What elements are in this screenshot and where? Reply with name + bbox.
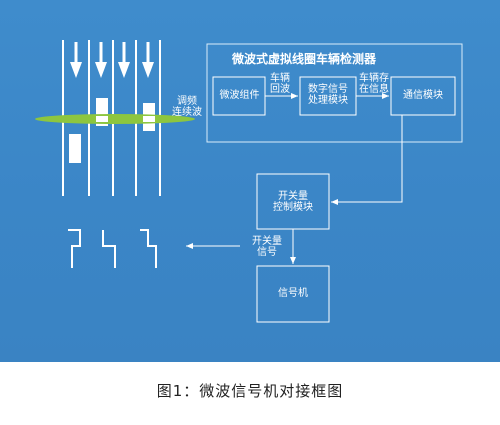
signal-machine-block — [256, 265, 330, 323]
figure-caption: 图1：微波信号机对接框图 — [156, 382, 344, 400]
detector-title: 微波式虚拟线圈车辆检测器 — [232, 52, 377, 66]
signal-machine-block-label: 信号机 — [278, 288, 308, 299]
vehicle-3 — [69, 134, 81, 163]
comm-block — [390, 76, 456, 116]
echo-label: 车辆 回波 — [270, 73, 290, 95]
arrow-comm-to-switch — [331, 115, 403, 205]
diagram-graphics — [35, 42, 463, 323]
switch-signal-label: 开关量 信号 — [252, 236, 282, 258]
microwave-beam — [35, 114, 195, 124]
detector-box — [206, 43, 463, 143]
stop-line-symbols — [68, 229, 157, 268]
diagram-panel: 微波式虚拟线圈车辆检测器 调频 连续波 微波组件 车辆 回波 数字信号 处理模块… — [0, 0, 500, 362]
info-label: 车辆存 在信息 — [359, 73, 389, 95]
comm-block-label: 通信模块 — [403, 90, 443, 101]
traffic-arrows — [70, 42, 154, 78]
modulation-label: 调频 连续波 — [172, 96, 202, 118]
switch-ctrl-block-label: 开关量 控制模块 — [273, 191, 313, 213]
dsp-block-label: 数字信号 处理模块 — [308, 84, 348, 106]
microwave-block-label: 微波组件 — [219, 90, 260, 101]
